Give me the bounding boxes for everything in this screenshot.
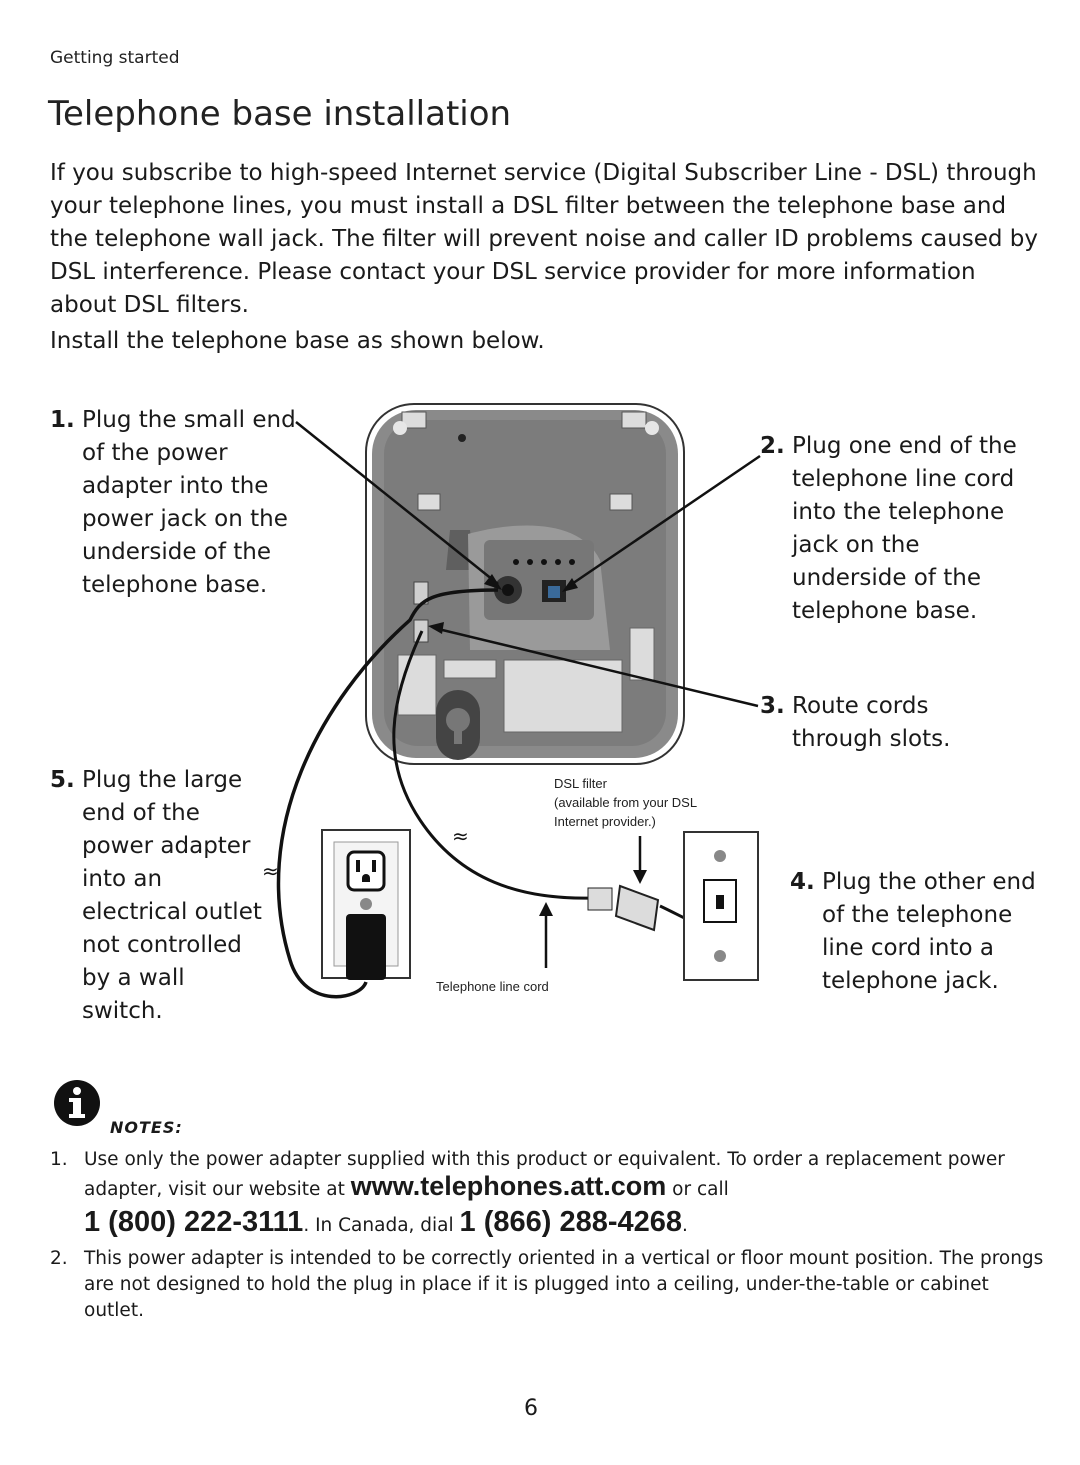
step-number: 5. — [50, 767, 75, 793]
step-number: 1. — [50, 407, 75, 433]
page-title: Telephone base installation — [48, 94, 512, 134]
phone-us: 1 (800) 222-3111 — [84, 1206, 304, 1238]
dsl-filter-label: DSL filter — [554, 776, 607, 791]
notes-heading: NOTES: — [110, 1118, 183, 1137]
telephone-line-cord — [392, 630, 595, 900]
step-text: Plug the small end of the power adapter … — [82, 407, 296, 598]
step-3: 3. Route cords through slots. — [760, 690, 1020, 756]
step-number: 3. — [760, 693, 785, 719]
power-cord — [276, 588, 499, 999]
note-number: 1. — [50, 1149, 68, 1170]
step-text: Plug the large end of the power adapter … — [82, 767, 262, 1024]
note-text: or call — [666, 1179, 729, 1200]
step-5: 5. Plug the large end of the power adapt… — [50, 764, 270, 1028]
note-text: This power adapter is intended to be cor… — [84, 1248, 1044, 1321]
note-2: 2. This power adapter is intended to be … — [50, 1246, 1050, 1324]
svg-text:≈: ≈ — [262, 859, 279, 883]
note-text: . — [682, 1215, 688, 1236]
step-1: 1. Plug the small end of the power adapt… — [50, 404, 320, 602]
note-text: . In Canada, dial — [303, 1215, 460, 1236]
step-4: 4. Plug the other end of the telephone l… — [790, 866, 1040, 998]
section-label: Getting started — [50, 48, 180, 68]
intro-paragraph: If you subscribe to high-speed Internet … — [50, 160, 1039, 318]
phone-line: 1 (800) 222-3111. In Canada, dial 1 (866… — [84, 1205, 688, 1239]
install-instruction: Install the telephone base as shown belo… — [50, 328, 545, 354]
step-text: Plug the other end of the telephone line… — [822, 869, 1036, 994]
step-text: Plug one end of the telephone line cord … — [792, 433, 1017, 624]
installation-diagram: ≈ ≈ — [262, 403, 761, 999]
svg-text:≈: ≈ — [452, 824, 469, 848]
line-cord-caption: Telephone line cord — [436, 979, 549, 994]
dsl-filter-illustration — [587, 884, 660, 932]
dsl-available-label: (available from your DSL — [554, 795, 698, 810]
note-1: 1. Use only the power adapter supplied w… — [50, 1147, 1050, 1203]
wall-jack-illustration — [683, 831, 759, 981]
telephone-base-illustration — [365, 403, 685, 765]
website-link[interactable]: www.telephones.att.com — [350, 1171, 667, 1201]
note-text: Use only the power adapter supplied with… — [84, 1149, 1005, 1200]
note-number: 2. — [50, 1248, 68, 1269]
step-number: 2. — [760, 433, 785, 459]
step-number: 4. — [790, 869, 815, 895]
electrical-outlet-illustration — [321, 829, 411, 980]
dsl-filter-caption: DSL filter (available from your DSL Inte… — [554, 774, 697, 831]
dsl-provider-label: Internet provider.) — [554, 814, 656, 829]
step-2: 2. Plug one end of the telephone line co… — [760, 430, 1020, 628]
info-icon — [54, 1080, 100, 1126]
page-number: 6 — [524, 1396, 538, 1421]
step-text: Route cords through slots. — [792, 693, 951, 752]
phone-canada: 1 (866) 288-4268 — [459, 1206, 683, 1238]
